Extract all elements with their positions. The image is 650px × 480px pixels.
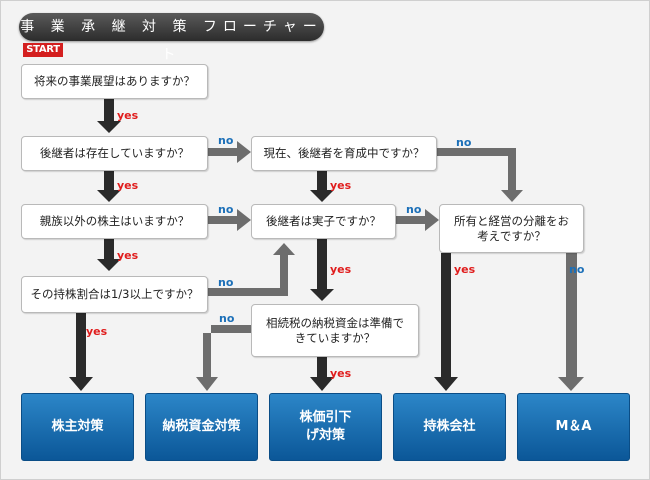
result-stock-price-reduction: 株価引下げ対策 (269, 393, 382, 461)
question-training-successor: 現在、後継者を育成中ですか？ (251, 136, 437, 171)
yes-label: yes (330, 263, 352, 276)
arrow-q1-q2 (97, 99, 121, 133)
arrow-q2-q3 (97, 171, 121, 202)
arrow-q2-q5 (208, 141, 251, 163)
arrow-q6-q8 (396, 209, 439, 231)
no-label: no (218, 203, 234, 216)
start-badge: START (23, 43, 63, 57)
yes-label: yes (117, 179, 139, 192)
yes-label: yes (330, 367, 352, 380)
no-label: no (218, 134, 234, 147)
arrow-q3-q6 (208, 209, 251, 231)
result-shareholder-measures: 株主対策 (21, 393, 134, 461)
question-non-family-shareholders: 親族以外の株主はいますか？ (21, 204, 208, 239)
no-label: no (218, 276, 234, 289)
arrow-q8-r5 (558, 253, 584, 391)
yes-label: yes (454, 263, 476, 276)
no-label: no (219, 312, 235, 325)
arrow-q8-r4 (434, 253, 458, 391)
question-successor-exists: 後継者は存在していますか？ (21, 136, 208, 171)
arrow-q7-r2 (196, 325, 251, 391)
arrow-q4-q6 (208, 243, 295, 296)
arrow-q3-q4 (97, 239, 121, 271)
result-m-and-a: M＆A (517, 393, 630, 461)
arrow-q5-q6 (310, 171, 334, 202)
question-successor-is-child: 後継者は実子ですか？ (251, 204, 396, 239)
no-label: no (406, 203, 422, 216)
no-label: no (456, 136, 472, 149)
flowchart-title: 事 業 承 継 対 策 フローチャート (19, 13, 324, 63)
yes-label: yes (330, 179, 352, 192)
no-label: no (569, 263, 585, 276)
arrow-q6-q7 (310, 239, 334, 301)
result-holding-company: 持株会社 (393, 393, 506, 461)
yes-label: yes (117, 249, 139, 262)
yes-label: yes (86, 325, 108, 338)
yes-label: yes (117, 109, 139, 122)
question-ownership-separation: 所有と経営の分離をお考えですか？ (439, 204, 584, 253)
question-future-outlook: 将来の事業展望はありますか？ (21, 64, 208, 99)
arrow-q7-r3 (310, 357, 334, 391)
arrow-q5-q8 (437, 148, 523, 202)
question-share-ratio: その持株割合は1/3以上ですか？ (21, 276, 208, 313)
result-tax-payment-funding: 納税資金対策 (145, 393, 258, 461)
arrow-q4-r1 (69, 313, 93, 391)
question-inheritance-tax-funds: 相続税の納税資金は準備できていますか？ (251, 304, 419, 357)
